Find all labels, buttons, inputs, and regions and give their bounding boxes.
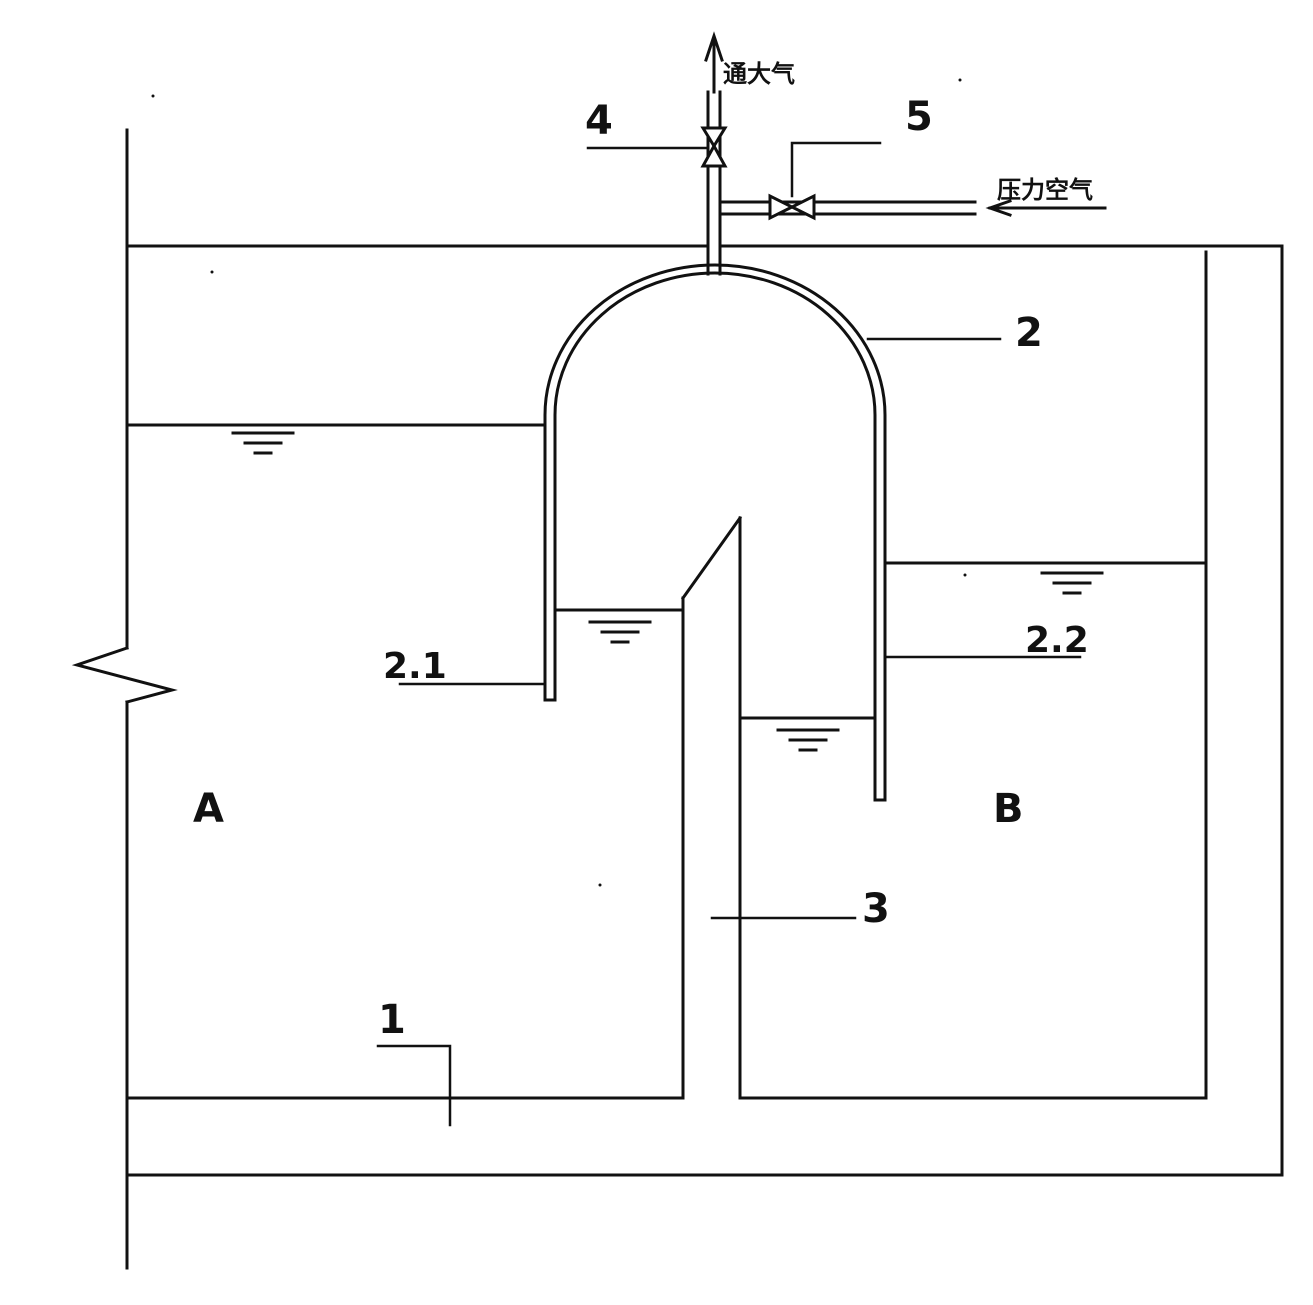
- atmosphere-arrow-icon: [704, 31, 724, 94]
- label-to-atmosphere: 通大气: [723, 60, 795, 88]
- label-part-2: 2: [1015, 310, 1043, 356]
- valve-4-icon[interactable]: [700, 126, 728, 168]
- partition-wall: [680, 515, 743, 1100]
- water-level-b: [883, 561, 1208, 595]
- valve-5-icon[interactable]: [768, 193, 816, 221]
- water-level-siphon-left: [553, 608, 685, 644]
- label-part-5: 5: [905, 94, 933, 140]
- water-level-a: [125, 423, 547, 455]
- label-part-2-1: 2.1: [383, 646, 447, 687]
- pressure-air-arrow-icon: [985, 199, 1107, 217]
- leader-lines: [376, 141, 1082, 1127]
- siphon-pipe: [543, 263, 887, 802]
- bottom-channel: [125, 1096, 1284, 1177]
- label-pressure-air: 压力空气: [997, 176, 1093, 204]
- label-part-1: 1: [378, 997, 406, 1043]
- label-chamber-a: A: [193, 786, 224, 832]
- label-part-4: 4: [585, 98, 613, 144]
- scan-specks: [151, 78, 967, 887]
- label-part-3: 3: [862, 886, 890, 932]
- tank-top-and-right-wall: [125, 244, 1284, 1177]
- air-pipe: [706, 90, 722, 276]
- water-level-siphon-right: [738, 716, 877, 752]
- label-part-2-2: 2.2: [1025, 620, 1089, 661]
- pressure-air-pipe: [718, 200, 977, 216]
- label-chamber-b: B: [993, 786, 1024, 832]
